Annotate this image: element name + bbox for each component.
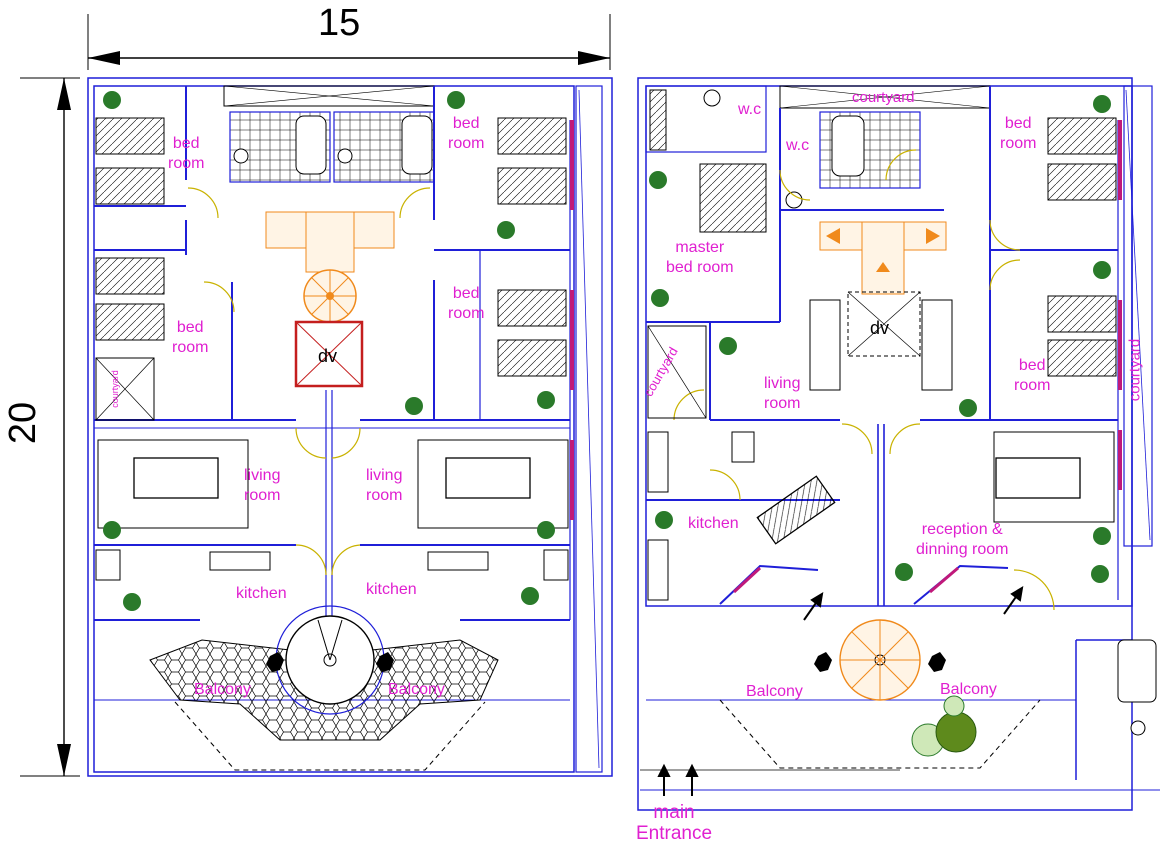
stair-icon [819, 221, 947, 295]
dining-table-icon [756, 475, 836, 545]
left-balcony-2-label: Balcony [388, 681, 445, 698]
right-master-bedroom-label: master bed room [666, 239, 734, 276]
right-reception-label: reception & dinning room [916, 521, 1009, 558]
plant-icon [103, 91, 555, 611]
right-living-label: living room [764, 375, 801, 412]
left-kitchen-2-label: kitchen [366, 581, 417, 598]
balcony-right-shape [719, 619, 1041, 769]
stair-icon [265, 211, 395, 323]
main-entrance-label: main Entrance [636, 802, 713, 844]
width-dimension-label: 15 [318, 2, 361, 44]
left-stair-label: dv [318, 346, 338, 366]
left-balcony-1-label: Balcony [194, 681, 251, 698]
right-wc-2-label: w.c [786, 137, 810, 154]
left-living-1-label: living room [244, 467, 281, 504]
plant-icon [649, 95, 1111, 583]
left-living-2-label: living room [366, 467, 403, 504]
right-balcony-1-label: Balcony [746, 683, 803, 700]
right-wc-1-label: w.c [738, 101, 762, 118]
left-bedroom-4-label: bed room [448, 285, 485, 322]
right-balcony-2-label: Balcony [940, 681, 997, 698]
right-stair-label: dv [870, 318, 890, 338]
balcony-left-shape [149, 605, 499, 771]
dimension-height [20, 77, 80, 777]
left-kitchen-1-label: kitchen [236, 585, 287, 602]
height-dimension-label: 20 [2, 401, 45, 445]
right-floor-plan [637, 77, 1160, 811]
right-courtyard-side-label: courtyard [1126, 338, 1144, 402]
left-bedroom-2-label: bed room [448, 115, 485, 152]
left-bedroom-3-label: bed room [172, 319, 209, 356]
left-bedroom-1-label: bed room [168, 135, 205, 172]
dimension-width [87, 14, 611, 70]
left-courtyard-label: courtyard [109, 370, 120, 408]
right-kitchen-label: kitchen [688, 515, 739, 532]
right-bedroom-2-label: bed room [1014, 357, 1051, 394]
right-bedroom-1-label: bed room [1000, 115, 1037, 152]
left-floor-plan [87, 77, 613, 777]
bed-icon [699, 117, 1117, 377]
entry-arrow-icon [657, 586, 1024, 796]
right-courtyard-top-label: courtyard [852, 89, 915, 106]
bed-icon [95, 117, 567, 377]
